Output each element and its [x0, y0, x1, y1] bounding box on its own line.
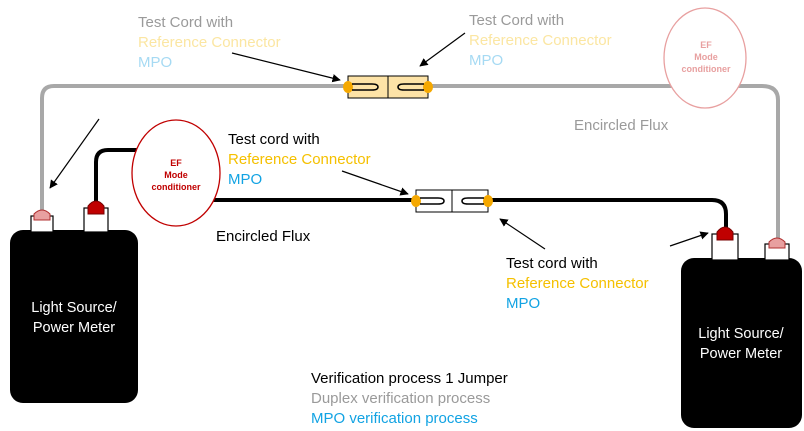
- right-device-label-1: Light Source/: [698, 326, 784, 342]
- bottom-cable-2: [200, 198, 728, 230]
- top-connector-pair: [343, 75, 433, 99]
- right-cord-line2: Reference Connector: [506, 275, 649, 292]
- legend-line2: Duplex verification process: [311, 390, 490, 407]
- bottom-cable: [94, 148, 160, 208]
- left-plug-red: [87, 200, 105, 215]
- mid-mc-line3: conditioner: [152, 182, 201, 192]
- top-left-cord-line3: MPO: [138, 54, 172, 71]
- mid-connector-pair: [411, 189, 493, 213]
- arrow-top-left-cord: [49, 118, 100, 189]
- top-mc-line1: EF: [700, 40, 712, 50]
- arrow-top-left-to-connector: [231, 52, 341, 83]
- legend-line3: MPO verification process: [311, 410, 478, 427]
- left-device: [10, 230, 138, 403]
- mid-cord-line1: Test cord with: [228, 131, 320, 148]
- mid-cord-line3: MPO: [228, 171, 262, 188]
- right-plug-red: [716, 226, 734, 241]
- left-device-label-2: Power Meter: [33, 320, 115, 336]
- right-cord-line1: Test cord with: [506, 255, 598, 272]
- mid-mode-conditioner: [131, 119, 221, 227]
- top-center-cord-line1: Test Cord with: [469, 12, 564, 29]
- mid-mc-line2: Mode: [164, 170, 188, 180]
- mid-flux-label: Encircled Flux: [216, 228, 311, 245]
- legend-line1: Verification process 1 Jumper: [311, 370, 508, 387]
- arrow-right-cord-to-device: [669, 231, 709, 247]
- left-plug-pink: [33, 209, 51, 221]
- arrow-right-cord-to-connector: [499, 218, 546, 250]
- top-center-cord-line3: MPO: [469, 52, 503, 69]
- top-mode-conditioner: [663, 7, 747, 109]
- top-flux-label: Encircled Flux: [574, 117, 669, 134]
- top-mc-line3: conditioner: [682, 64, 731, 74]
- mid-cord-line2: Reference Connector: [228, 151, 371, 168]
- left-device-label-1: Light Source/: [31, 300, 117, 316]
- top-mc-line2: Mode: [694, 52, 718, 62]
- arrow-top-center-to-connector: [419, 32, 466, 67]
- top-left-cord-line2: Reference Connector: [138, 34, 281, 51]
- right-plug-pink: [768, 237, 786, 249]
- right-cord-line3: MPO: [506, 295, 540, 312]
- mid-mc-line1: EF: [170, 158, 182, 168]
- top-center-cord-line2: Reference Connector: [469, 32, 612, 49]
- top-cable: [40, 84, 780, 245]
- right-device: [681, 258, 802, 428]
- arrow-mid-cord-to-connector: [341, 170, 409, 196]
- right-device-label-2: Power Meter: [700, 346, 782, 362]
- top-left-cord-line1: Test Cord with: [138, 14, 233, 31]
